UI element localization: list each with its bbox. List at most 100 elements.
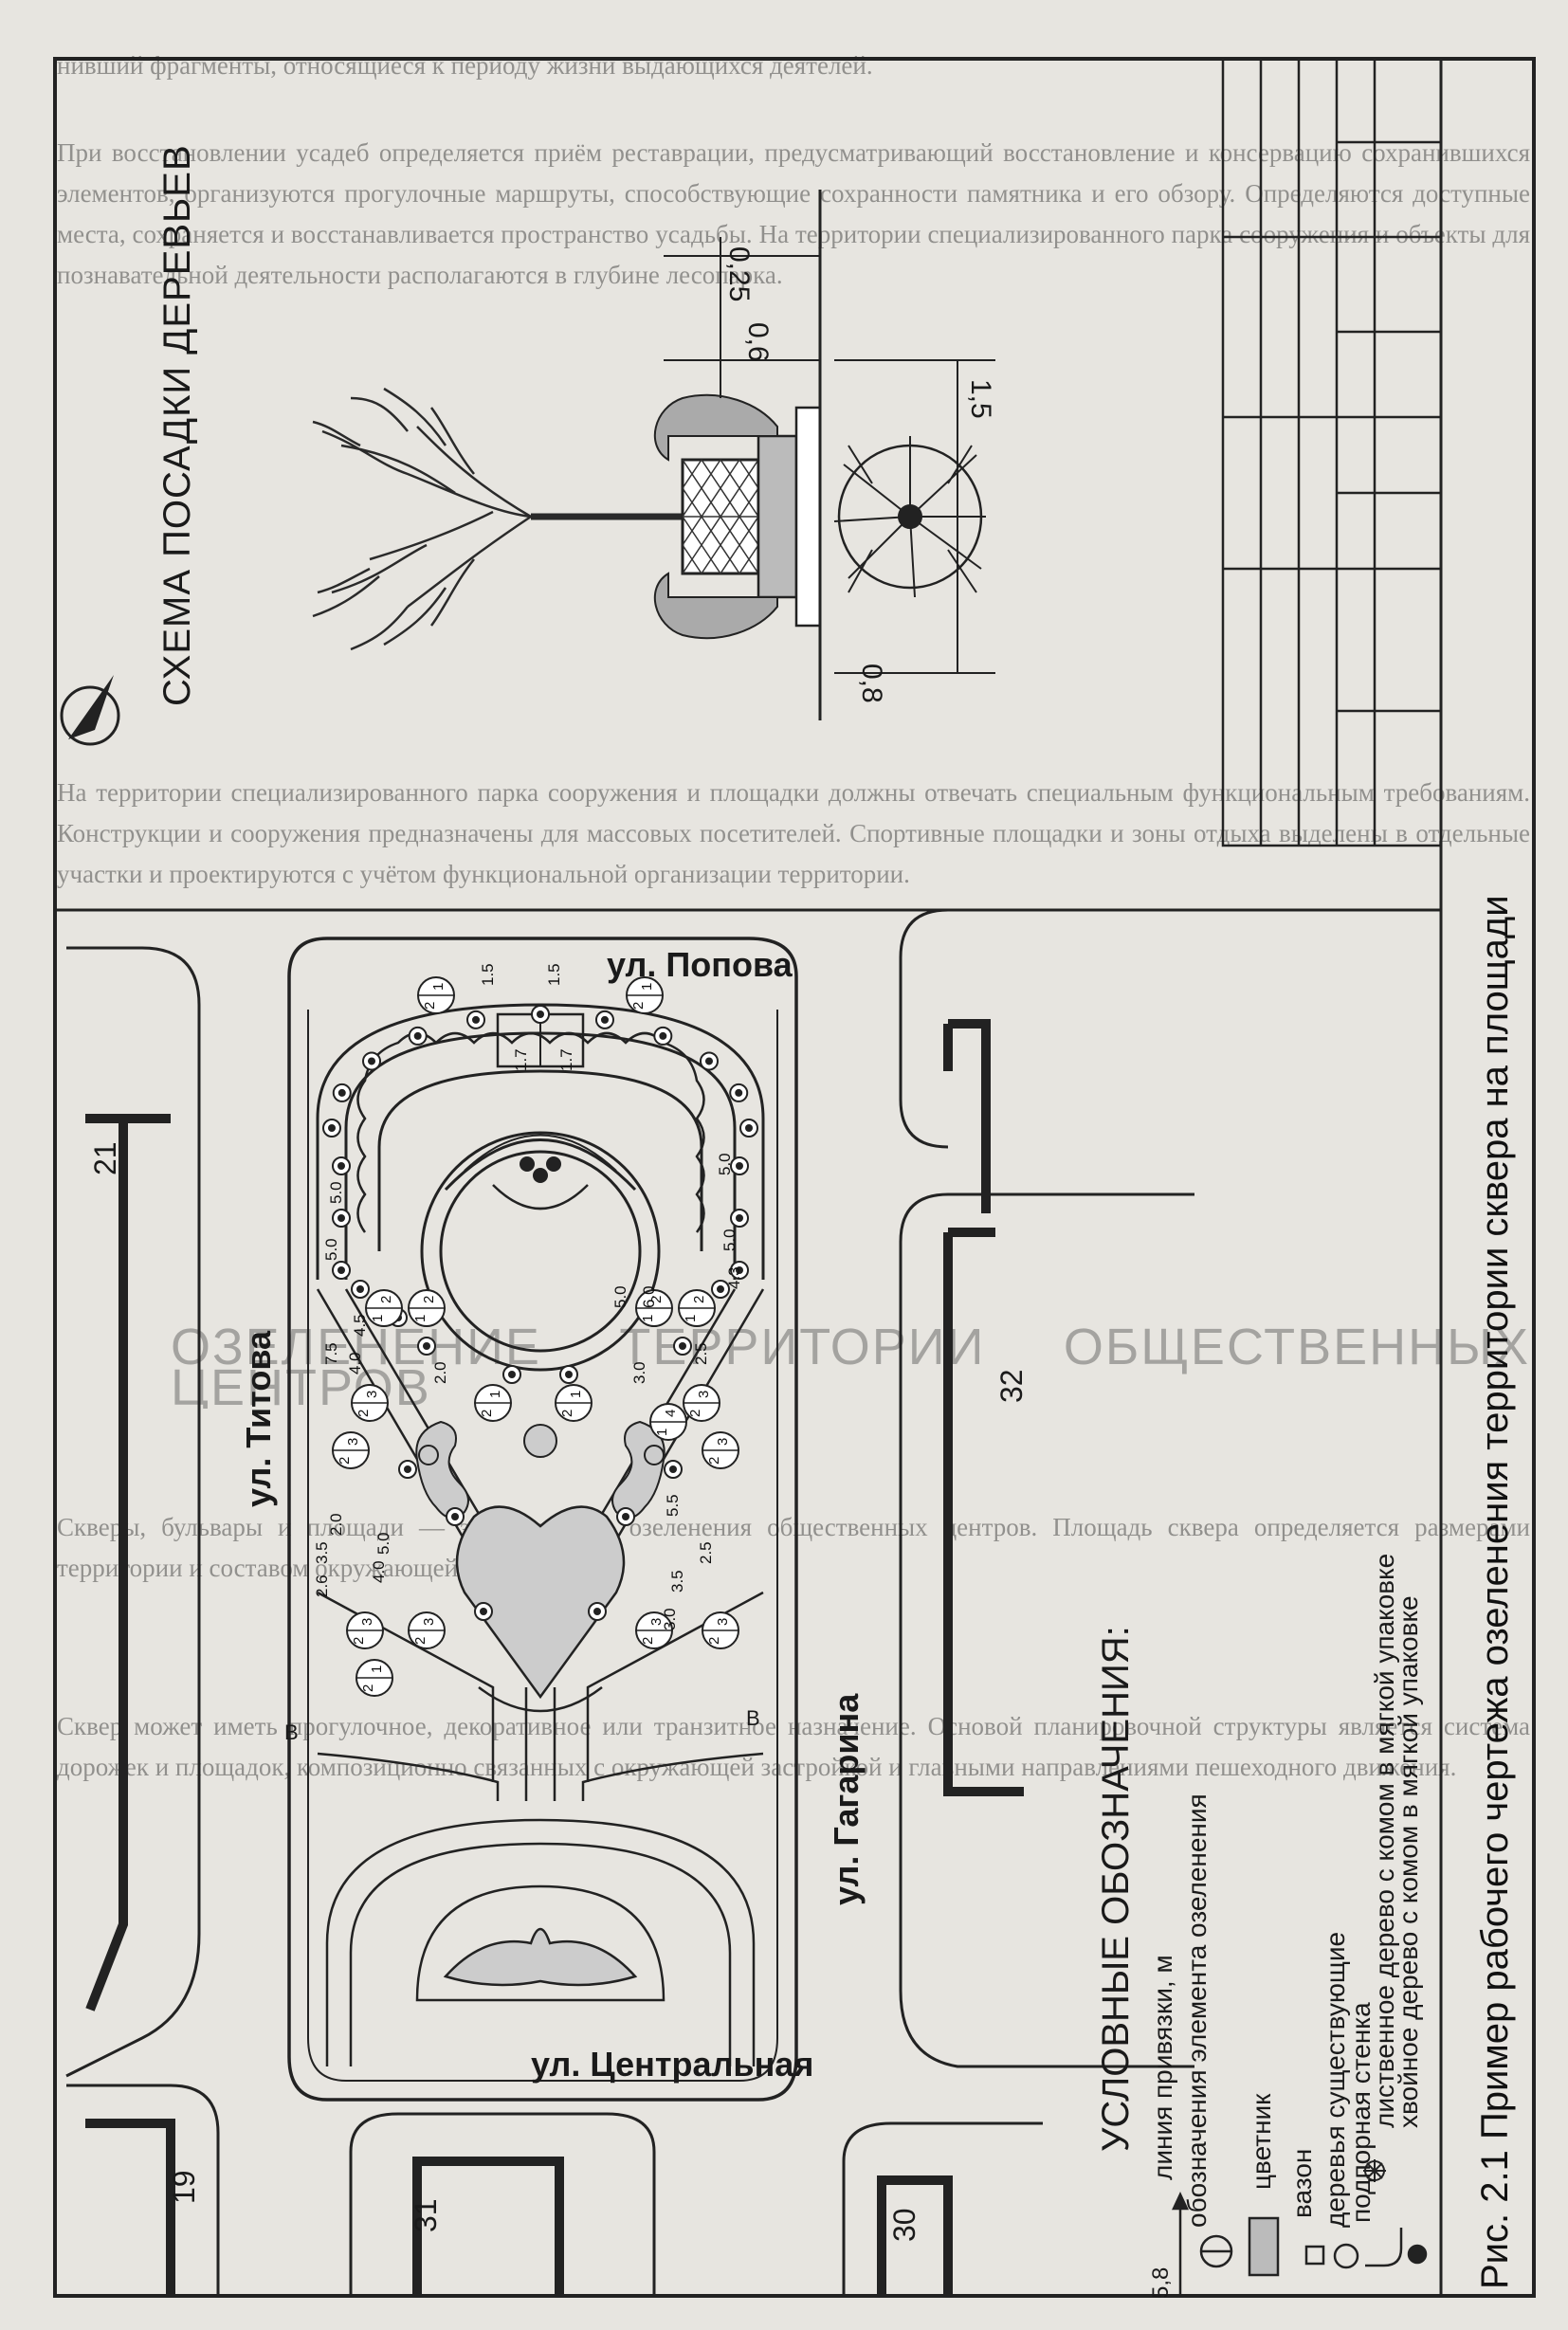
svg-text:2: 2 — [630, 1002, 647, 1010]
svg-text:2: 2 — [479, 1410, 495, 1417]
dim-label: 2.0 — [431, 1361, 449, 1384]
svg-text:2: 2 — [421, 1296, 437, 1303]
street-name-bottom: ул. Центральная — [531, 2045, 813, 2084]
planting-pit — [653, 190, 822, 720]
dim-label: 5.0 — [322, 1238, 340, 1261]
svg-text:2: 2 — [706, 1637, 722, 1645]
legend-item: обозначения элемента озеленения — [1182, 1793, 1212, 2228]
legend-item: деревья существующие — [1321, 1932, 1350, 2228]
north-arrow-icon — [60, 675, 120, 746]
svg-text:3: 3 — [715, 1438, 731, 1446]
deciduous-tree-icon — [332, 1209, 351, 1228]
deciduous-tree-icon — [332, 1083, 352, 1102]
dim-label: 0,8 — [856, 664, 887, 703]
deciduous-tree-icon — [730, 1209, 749, 1228]
svg-text:1: 1 — [639, 983, 655, 991]
dim-label: 3.5 — [668, 1570, 686, 1593]
svg-text:1: 1 — [370, 1315, 386, 1322]
element-mark: 12 — [356, 1659, 393, 1697]
svg-text:1: 1 — [654, 1429, 670, 1436]
svg-text:1: 1 — [487, 1391, 503, 1398]
svg-text:2: 2 — [351, 1637, 367, 1645]
svg-text:1: 1 — [430, 983, 447, 991]
svg-text:3: 3 — [648, 1618, 665, 1626]
deciduous-tree-icon — [332, 1156, 351, 1175]
dim-label: 5.0 — [720, 1229, 738, 1251]
svg-text:3: 3 — [421, 1618, 437, 1626]
svg-text:2: 2 — [360, 1684, 376, 1692]
svg-text:1: 1 — [683, 1315, 699, 1322]
svg-text:2: 2 — [412, 1637, 428, 1645]
deciduous-tree-icon — [531, 1005, 550, 1024]
deciduous-tree-icon — [502, 1365, 521, 1384]
deciduous-tree-icon — [351, 1280, 370, 1299]
building-number: 32 — [994, 1369, 1029, 1403]
legend-item: вазон — [1287, 2149, 1317, 2218]
deciduous-tree-icon — [322, 1119, 341, 1138]
dim-label: 1.5 — [479, 963, 497, 986]
dim-label: 3.5 — [313, 1541, 331, 1564]
dim-label: 4.3 — [725, 1266, 743, 1289]
legend-item: цветник — [1247, 2093, 1276, 2190]
svg-text:2: 2 — [422, 1002, 438, 1010]
deciduous-tree-icon — [616, 1507, 635, 1526]
schema-title: СХЕМА ПОСАДКИ ДЕРЕВЬЕВ — [156, 144, 198, 706]
arched-plaza — [316, 1003, 765, 1372]
dim-label: 0,6 — [742, 322, 774, 362]
svg-text:2: 2 — [559, 1410, 575, 1417]
deciduous-tree-icon — [408, 1026, 428, 1046]
stamp-table — [1221, 57, 1443, 847]
svg-text:3: 3 — [345, 1438, 361, 1446]
deciduous-tree-icon — [594, 1010, 614, 1029]
element-mark: 12 — [417, 976, 455, 1014]
street-curbs — [65, 908, 1194, 2294]
dim-label: 2.5 — [697, 1541, 715, 1564]
ghost-text: нивший фрагменты, относящиеся к периоду … — [57, 51, 873, 80]
element-mark: 41 — [649, 1403, 687, 1441]
element-mark: 32 — [351, 1384, 389, 1422]
svg-text:3: 3 — [359, 1618, 375, 1626]
deciduous-tree-icon — [417, 1337, 436, 1356]
tree-planting-schema: СХЕМА ПОСАДКИ ДЕРЕВЬЕВ — [60, 57, 1443, 847]
flowerbeds — [415, 1420, 665, 1520]
ghost-text: Скверы, бульвары и площади — это элемент… — [57, 1513, 1530, 1582]
deciduous-tree-icon — [699, 1051, 719, 1071]
root-ball — [681, 458, 760, 575]
ghost-text: При восстановлении усадеб определяется п… — [57, 138, 1530, 289]
element-mark: 32 — [346, 1611, 384, 1649]
ghost-heading: ОЗЕЛЕНЕНИЕ ТЕРРИТОРИИ ОБЩЕСТВЕННЫХ ЦЕНТР… — [171, 1327, 1530, 1409]
svg-text:2: 2 — [687, 1410, 703, 1417]
legend-item: линия привязки, м — [1148, 1955, 1177, 2180]
element-mark: 32 — [702, 1431, 739, 1469]
deciduous-tree-icon — [673, 1337, 692, 1356]
figure-frame — [53, 57, 1536, 2298]
svg-text:2: 2 — [640, 1637, 656, 1645]
svg-text:2: 2 — [648, 1296, 665, 1303]
dim-label: 0,25 — [723, 246, 755, 301]
legend-item: лиственное дерево с комом в мягкой упако… — [1370, 1554, 1399, 2128]
deciduous-tree-icon — [729, 1083, 749, 1102]
dim-label: 5.0 — [716, 1153, 734, 1175]
dim-label: 4.5 — [351, 1314, 369, 1337]
deciduous-tree-icon — [332, 1261, 351, 1280]
deciduous-tree-icon — [711, 1280, 730, 1299]
element-mark: 32 — [683, 1384, 720, 1422]
svg-text:3: 3 — [715, 1618, 731, 1626]
building-outlines — [85, 1019, 1024, 2294]
svg-text:1: 1 — [369, 1666, 385, 1673]
legend-title: УСЛОВНЫЕ ОБОЗНАЧЕНИЯ: — [1095, 1626, 1137, 2152]
tree-profile — [312, 387, 683, 651]
svg-text:3: 3 — [364, 1391, 380, 1398]
conifer-tree-icon — [1363, 2159, 1386, 2182]
dim-label: 1.7 — [512, 1048, 530, 1071]
element-mark: 21 — [365, 1289, 403, 1327]
section-mark: В — [746, 1706, 760, 1730]
deciduous-tree-icon — [398, 1460, 417, 1479]
ghost-text: На территории специализированного парка … — [57, 778, 1530, 888]
section-mark: В — [284, 1720, 299, 1744]
dim-label: 4.0 — [370, 1560, 388, 1583]
dim-label: 2.5 — [692, 1342, 710, 1365]
